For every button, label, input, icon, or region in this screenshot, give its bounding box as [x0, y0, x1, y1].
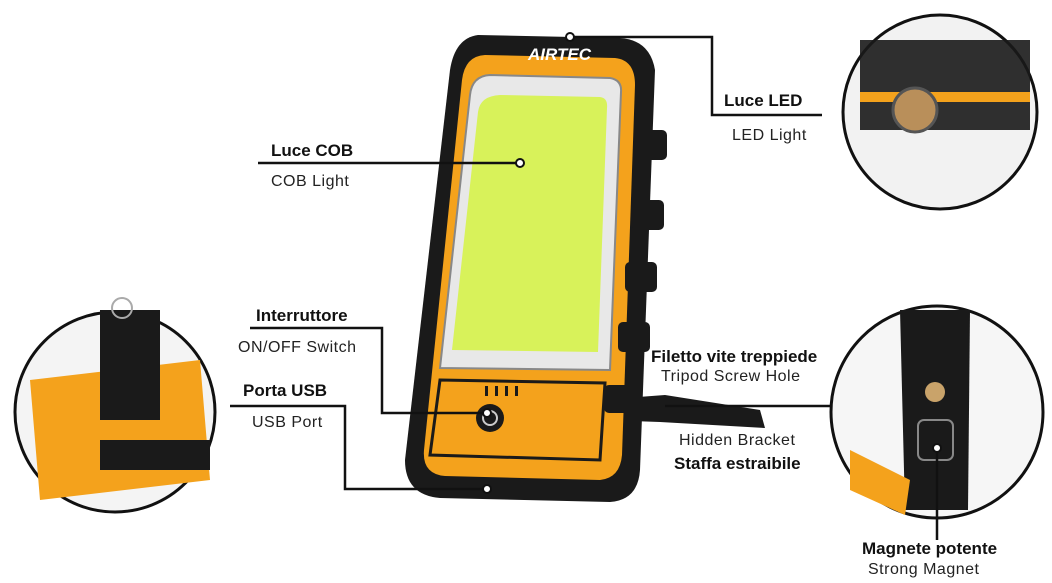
brand-logo: AIRTEC [527, 45, 592, 64]
label-magnet-it: Magnete potente [862, 539, 998, 558]
label-tripod-it: Filetto vite treppiede [651, 347, 818, 366]
label-led-en: LED Light [732, 127, 807, 144]
label-usb-it: Porta USB [243, 381, 328, 400]
label-cob-en: COB Light [271, 173, 350, 190]
magnet-detail-circle [829, 304, 1045, 520]
label-usb-en: USB Port [252, 414, 323, 431]
label-bracket-en: Hidden Bracket [679, 432, 796, 449]
label-magnet-en: Strong Magnet [868, 561, 980, 578]
leader-lines [230, 35, 939, 540]
label-led-it: Luce LED [724, 91, 803, 110]
work-light-device: AIRTEC [405, 35, 667, 502]
label-switch-en: ON/OFF Switch [238, 339, 357, 356]
label-bracket-it: Staffa estraibile [674, 454, 801, 473]
label-tripod-en: Tripod Screw Hole [661, 368, 801, 385]
label-switch-it: Interruttore [256, 306, 348, 325]
label-cob-it: Luce COB [271, 141, 354, 160]
led-detail-circle [841, 13, 1039, 211]
usb-detail-circle [13, 297, 217, 514]
